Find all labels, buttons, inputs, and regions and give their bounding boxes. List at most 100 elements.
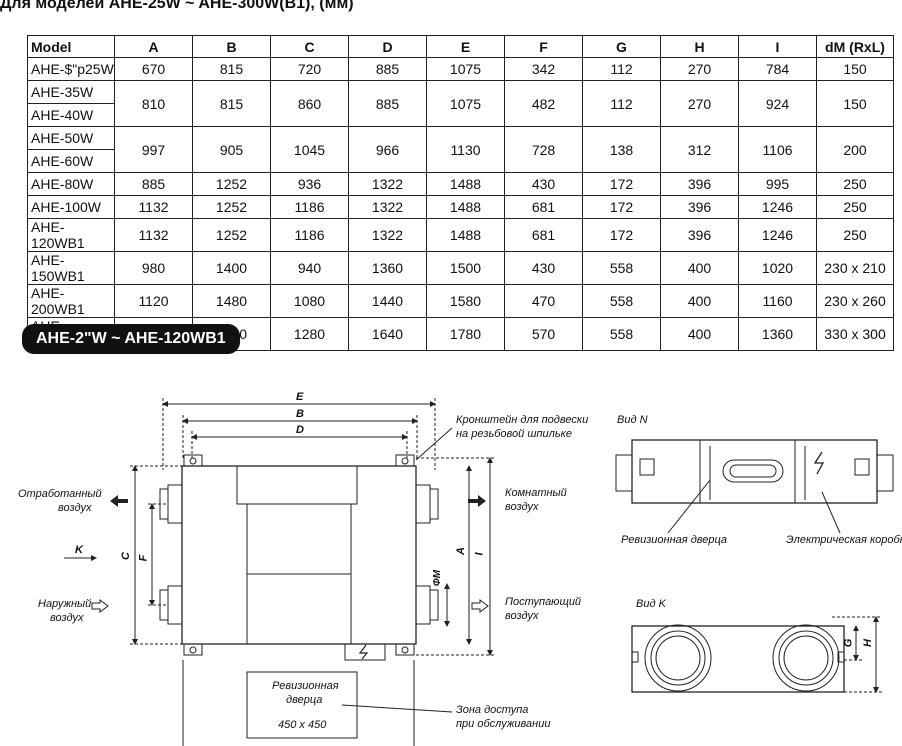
dim-h: H bbox=[861, 639, 874, 647]
value-cell: 270 bbox=[660, 80, 739, 127]
dim-f: F bbox=[137, 554, 150, 562]
value-cell: 400 bbox=[660, 251, 739, 285]
label-access-1: Зона доступа bbox=[456, 704, 529, 716]
label-service-size: 450 x 450 bbox=[278, 719, 327, 731]
value-cell: 1322 bbox=[348, 195, 427, 219]
value-cell: 681 bbox=[504, 195, 583, 219]
value-cell: 558 bbox=[582, 251, 661, 285]
label-supply-1: Поступающий bbox=[505, 596, 582, 608]
value-cell: 430 bbox=[504, 251, 583, 285]
value-cell: 1360 bbox=[738, 317, 817, 351]
value-cell: 1360 bbox=[348, 251, 427, 285]
value-cell: 885 bbox=[348, 57, 427, 81]
model-range-badge: AHE-2"W ~ AHE-120WB1 bbox=[22, 324, 240, 354]
value-cell: 330 x 300 bbox=[816, 317, 894, 351]
label-service-door-1: Ревизионная bbox=[272, 680, 339, 692]
column-header: dM (RxL) bbox=[816, 35, 894, 58]
model-cell: AHE-40W bbox=[27, 103, 115, 127]
value-cell: 230 x 210 bbox=[816, 251, 894, 285]
arrow-icon bbox=[471, 599, 489, 613]
dim-i: I bbox=[473, 552, 486, 556]
value-cell: 1132 bbox=[114, 195, 193, 219]
value-cell: 995 bbox=[738, 172, 817, 196]
label-exhaust-2: воздух bbox=[58, 502, 92, 514]
model-cell: AHE-100W bbox=[27, 195, 115, 219]
label-room-1: Комнатный bbox=[505, 487, 567, 499]
value-cell: 1130 bbox=[426, 126, 505, 173]
value-cell: 728 bbox=[504, 126, 583, 173]
value-cell: 1580 bbox=[426, 284, 505, 318]
value-cell: 905 bbox=[192, 126, 271, 173]
label-bracket-1: Кронштейн для подвески bbox=[456, 414, 589, 426]
value-cell: 1640 bbox=[348, 317, 427, 351]
value-cell: 1075 bbox=[426, 57, 505, 81]
value-cell: 1252 bbox=[192, 172, 271, 196]
label-outdoor-1: Наружный bbox=[38, 598, 92, 610]
value-cell: 558 bbox=[582, 284, 661, 318]
value-cell: 1160 bbox=[738, 284, 817, 318]
value-cell: 172 bbox=[582, 172, 661, 196]
dim-d: D bbox=[296, 424, 304, 436]
dim-b: B bbox=[296, 408, 304, 420]
value-cell: 885 bbox=[114, 172, 193, 196]
value-cell: 230 x 260 bbox=[816, 284, 894, 318]
value-cell: 1186 bbox=[270, 218, 349, 252]
dim-phim: ФМ bbox=[432, 569, 444, 587]
value-cell: 1780 bbox=[426, 317, 505, 351]
value-cell: 860 bbox=[270, 80, 349, 127]
value-cell: 681 bbox=[504, 218, 583, 252]
value-cell: 250 bbox=[816, 195, 894, 219]
model-cell: AHE-$"p25W bbox=[27, 57, 115, 81]
value-cell: 312 bbox=[660, 126, 739, 173]
value-cell: 1480 bbox=[192, 284, 271, 318]
value-cell: 150 bbox=[816, 57, 894, 81]
value-cell: 966 bbox=[348, 126, 427, 173]
dim-k: K bbox=[75, 544, 83, 556]
view-k-drawing bbox=[631, 616, 882, 693]
label-view-k: Вид K bbox=[636, 598, 666, 610]
value-cell: 1488 bbox=[426, 218, 505, 252]
value-cell: 784 bbox=[738, 57, 817, 81]
main-unit-plan bbox=[64, 398, 496, 746]
arrow-icon bbox=[91, 599, 109, 613]
value-cell: 1488 bbox=[426, 172, 505, 196]
value-cell: 558 bbox=[582, 317, 661, 351]
arrow-icon bbox=[468, 495, 486, 507]
value-cell: 150 bbox=[816, 80, 894, 127]
arrow-icon bbox=[110, 495, 128, 507]
dim-c: C bbox=[119, 552, 132, 560]
value-cell: 1120 bbox=[114, 284, 193, 318]
value-cell: 1252 bbox=[192, 195, 271, 219]
value-cell: 940 bbox=[270, 251, 349, 285]
value-cell: 1322 bbox=[348, 172, 427, 196]
label-supply-2: воздух bbox=[505, 610, 539, 622]
value-cell: 980 bbox=[114, 251, 193, 285]
value-cell: 1400 bbox=[192, 251, 271, 285]
value-cell: 112 bbox=[582, 80, 661, 127]
label-access-2: при обслуживании bbox=[456, 718, 551, 730]
dim-e: E bbox=[296, 391, 304, 403]
model-cell: AHE-80W bbox=[27, 172, 115, 196]
value-cell: 400 bbox=[660, 317, 739, 351]
label-view-n: Вид N bbox=[617, 414, 648, 426]
value-cell: 172 bbox=[582, 218, 661, 252]
dim-a: A bbox=[454, 547, 467, 555]
label-inspection-door: Ревизионная дверца bbox=[621, 534, 728, 546]
value-cell: 1080 bbox=[270, 284, 349, 318]
view-n-drawing bbox=[615, 439, 894, 534]
model-cell: AHE-200WB1 bbox=[27, 284, 115, 318]
label-service-door-2: дверца bbox=[286, 694, 323, 706]
value-cell: 200 bbox=[816, 126, 894, 173]
label-outdoor-2: воздух bbox=[50, 612, 84, 624]
label-exhaust-1: Отработанный bbox=[18, 488, 102, 500]
value-cell: 1132 bbox=[114, 218, 193, 252]
